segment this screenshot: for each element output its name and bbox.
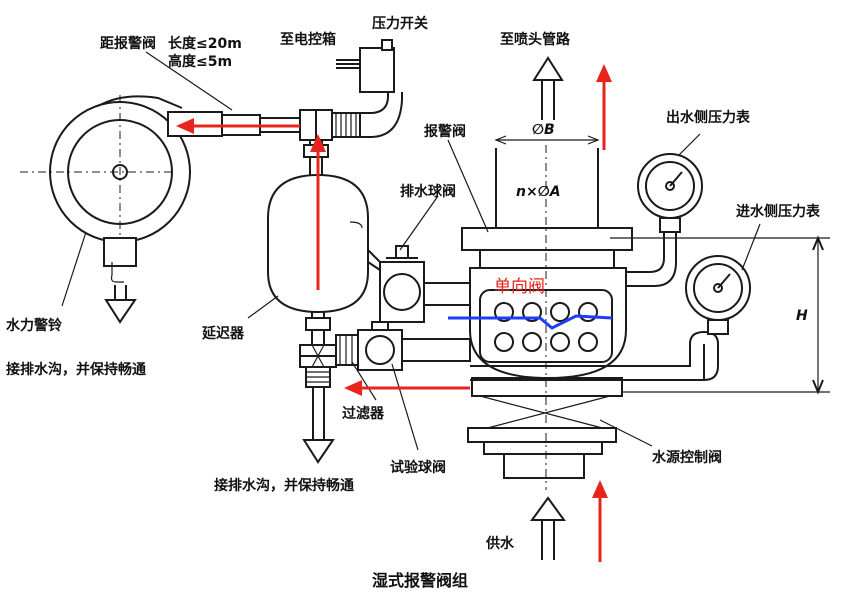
label-height-limit: 高度≤5m bbox=[168, 53, 232, 70]
pressure-gauge-icon bbox=[637, 153, 703, 233]
label-water-source-valve: 水源控制阀 bbox=[652, 449, 722, 466]
label-water-supply: 供水 bbox=[485, 535, 515, 552]
label-pressure-switch: 压力开关 bbox=[372, 15, 428, 32]
labels: 距报警阀 长度≤20m 高度≤5m 至电控箱 压力开关 至喷头管路 报警阀 ∅B… bbox=[6, 15, 821, 590]
dimension-b bbox=[494, 135, 600, 145]
diagram-caption: 湿式报警阀组 bbox=[371, 571, 468, 590]
label-to-control-box: 至电控箱 bbox=[280, 31, 336, 48]
water-gong-icon bbox=[20, 95, 191, 283]
label-alarm-valve: 报警阀 bbox=[424, 123, 466, 140]
label-drain-left: 接排水沟，并保持畅通 bbox=[6, 361, 146, 378]
arrow-icon bbox=[530, 496, 566, 560]
arrow-icon bbox=[302, 387, 335, 464]
pressure-gauge-icon bbox=[685, 255, 751, 335]
label-delay-chamber: 延迟器 bbox=[201, 325, 245, 342]
label-test-ball-valve: 试验球阀 bbox=[390, 459, 446, 476]
label-inlet-gauge: 进水侧压力表 bbox=[736, 203, 821, 220]
label-drain-ball-valve: 排水球阀 bbox=[400, 183, 456, 200]
label-check-valve: 单向阀 bbox=[494, 277, 545, 297]
arrow-icon bbox=[532, 56, 564, 120]
label-drain-bottom: 接排水沟，并保持畅通 bbox=[214, 477, 354, 494]
gong-arm bbox=[167, 111, 223, 137]
leader-lines bbox=[61, 51, 761, 451]
dimension-h bbox=[610, 235, 830, 395]
filter-icon bbox=[335, 334, 359, 366]
label-to-sprinkler-pipe: 至喷头管路 bbox=[500, 31, 571, 48]
arrow-icon bbox=[104, 285, 137, 324]
drain-ball-valve-icon bbox=[367, 245, 425, 323]
label-water-gong: 水力警铃 bbox=[6, 317, 62, 334]
pressure-switch-icon bbox=[336, 39, 395, 93]
test-ball-valve-icon bbox=[357, 321, 403, 371]
label-dim-h: H bbox=[796, 308, 808, 324]
flow-annotations bbox=[176, 64, 613, 562]
label-outlet-gauge: 出水侧压力表 bbox=[666, 109, 751, 126]
label-distance: 距报警阀 bbox=[100, 35, 156, 52]
label-dim-b: ∅B bbox=[532, 122, 555, 138]
label-filter: 过滤器 bbox=[342, 405, 385, 422]
label-length-limit: 长度≤20m bbox=[168, 35, 242, 52]
label-dim-na: n×∅A bbox=[516, 184, 561, 200]
